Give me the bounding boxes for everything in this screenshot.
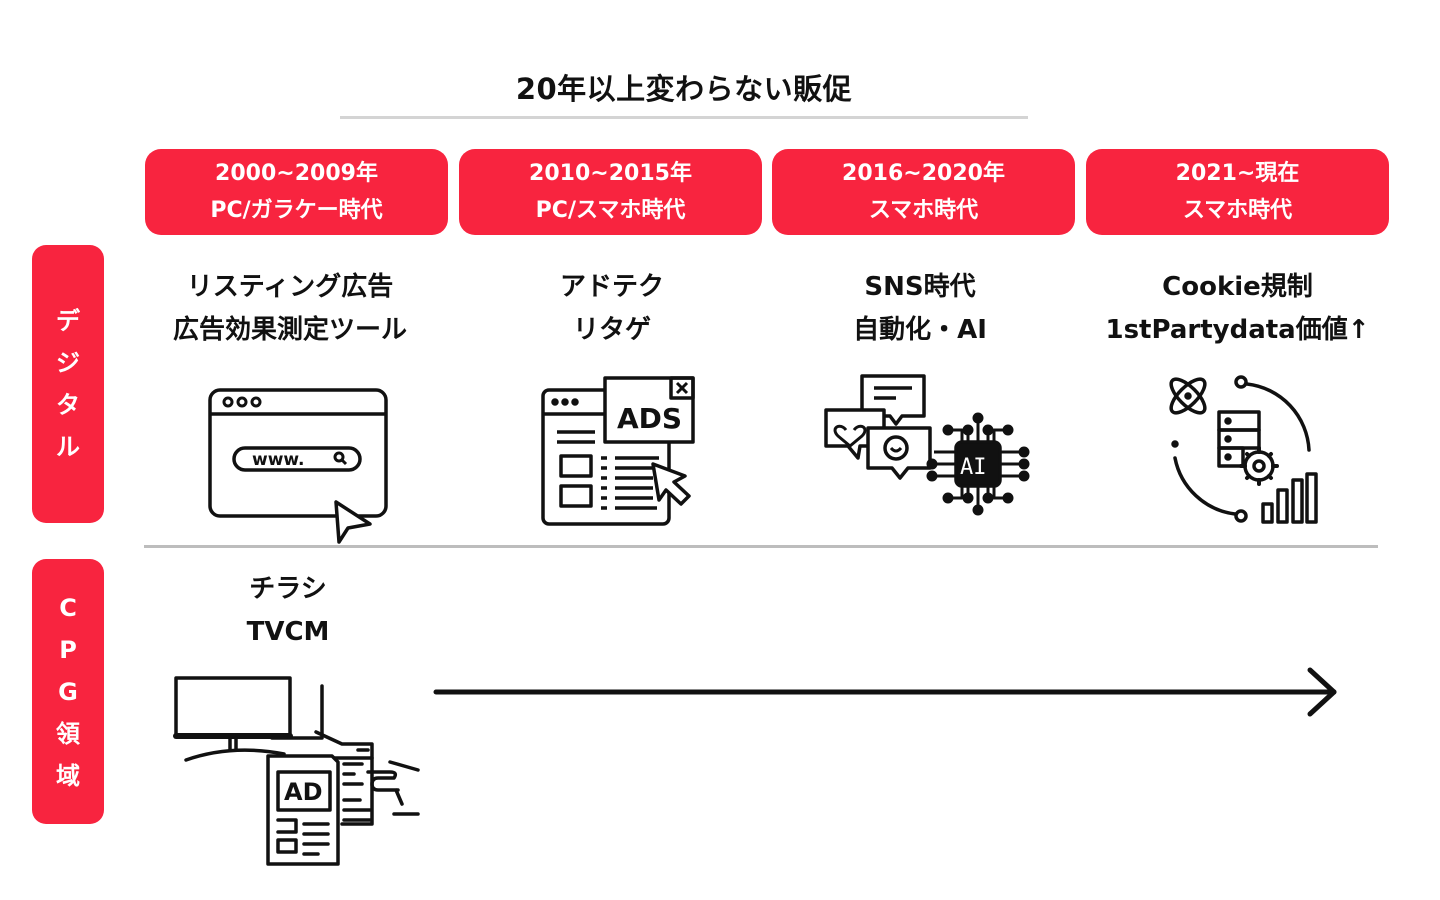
row-label-char: 領 <box>56 719 80 748</box>
era-years: 2000~2009年 <box>215 161 378 186</box>
item-line1: チラシ <box>249 574 327 604</box>
browser-search-icon: www. <box>208 388 388 552</box>
era-years: 2016~2020年 <box>842 161 1005 186</box>
digital-item-sns: SNS時代 自動化・AI <box>770 266 1070 352</box>
item-line2: リタゲ <box>572 315 651 345</box>
sns-ai-chip-icon: AI <box>824 372 1039 531</box>
row-label-char: C <box>59 593 77 622</box>
item-line1: リスティング広告 <box>186 272 394 302</box>
row-label-char: 域 <box>56 761 80 790</box>
digital-item-listing: リスティング広告 広告効果測定ツール <box>145 266 435 352</box>
row-divider <box>144 545 1378 548</box>
row-label-char: P <box>59 635 77 664</box>
icon-ad-text: AD <box>284 778 323 806</box>
row-label-char: ル <box>56 433 80 461</box>
row-label-char: タ <box>56 391 80 419</box>
data-server-cycle-icon <box>1163 372 1323 531</box>
tv-flyer-icon: AD <box>172 674 422 873</box>
era-device: スマホ時代 <box>1182 198 1293 223</box>
item-line2: 自動化・AI <box>853 315 987 345</box>
cpg-item-flyer-tvcm: チラシ TVCM <box>200 568 376 654</box>
diagram-title: 20年以上変わらない販促 <box>515 72 853 106</box>
row-label-char: ジ <box>56 349 80 377</box>
item-line2: 1stPartydata価値↑ <box>1105 315 1370 345</box>
timeline-arrow <box>433 666 1344 724</box>
item-line1: アドテク <box>559 272 664 302</box>
row-label-cpg: C P G 領 域 <box>32 559 104 824</box>
digital-item-adtech: アドテク リタゲ <box>462 266 762 352</box>
icon-url-text: www. <box>252 450 305 470</box>
item-line1: SNS時代 <box>864 272 976 302</box>
icon-ai-text: AI <box>960 455 987 480</box>
era-years: 2010~2015年 <box>529 161 692 186</box>
era-header-2000-2009: 2000~2009年 PC/ガラケー時代 <box>145 149 448 235</box>
era-header-2010-2015: 2010~2015年 PC/スマホ時代 <box>459 149 762 235</box>
row-label-char: デ <box>56 307 80 335</box>
item-line1: Cookie規制 <box>1162 272 1313 302</box>
icon-ads-text: ADS <box>617 402 682 435</box>
ads-popup-icon: ADS <box>541 374 701 533</box>
era-device: PC/スマホ時代 <box>535 198 686 223</box>
era-device: スマホ時代 <box>868 198 979 223</box>
era-years: 2021~現在 <box>1175 161 1300 186</box>
era-header-2021-present: 2021~現在 スマホ時代 <box>1086 149 1389 235</box>
row-label-digital: デ ジ タ ル <box>32 245 104 523</box>
row-label-char: G <box>58 677 78 706</box>
era-header-2016-2020: 2016~2020年 スマホ時代 <box>772 149 1075 235</box>
item-line2: TVCM <box>246 617 330 647</box>
era-device: PC/ガラケー時代 <box>210 198 383 223</box>
title-underline <box>340 116 1028 119</box>
digital-item-cookie: Cookie規制 1stPartydata価値↑ <box>1086 266 1389 352</box>
item-line2: 広告効果測定ツール <box>172 315 407 345</box>
